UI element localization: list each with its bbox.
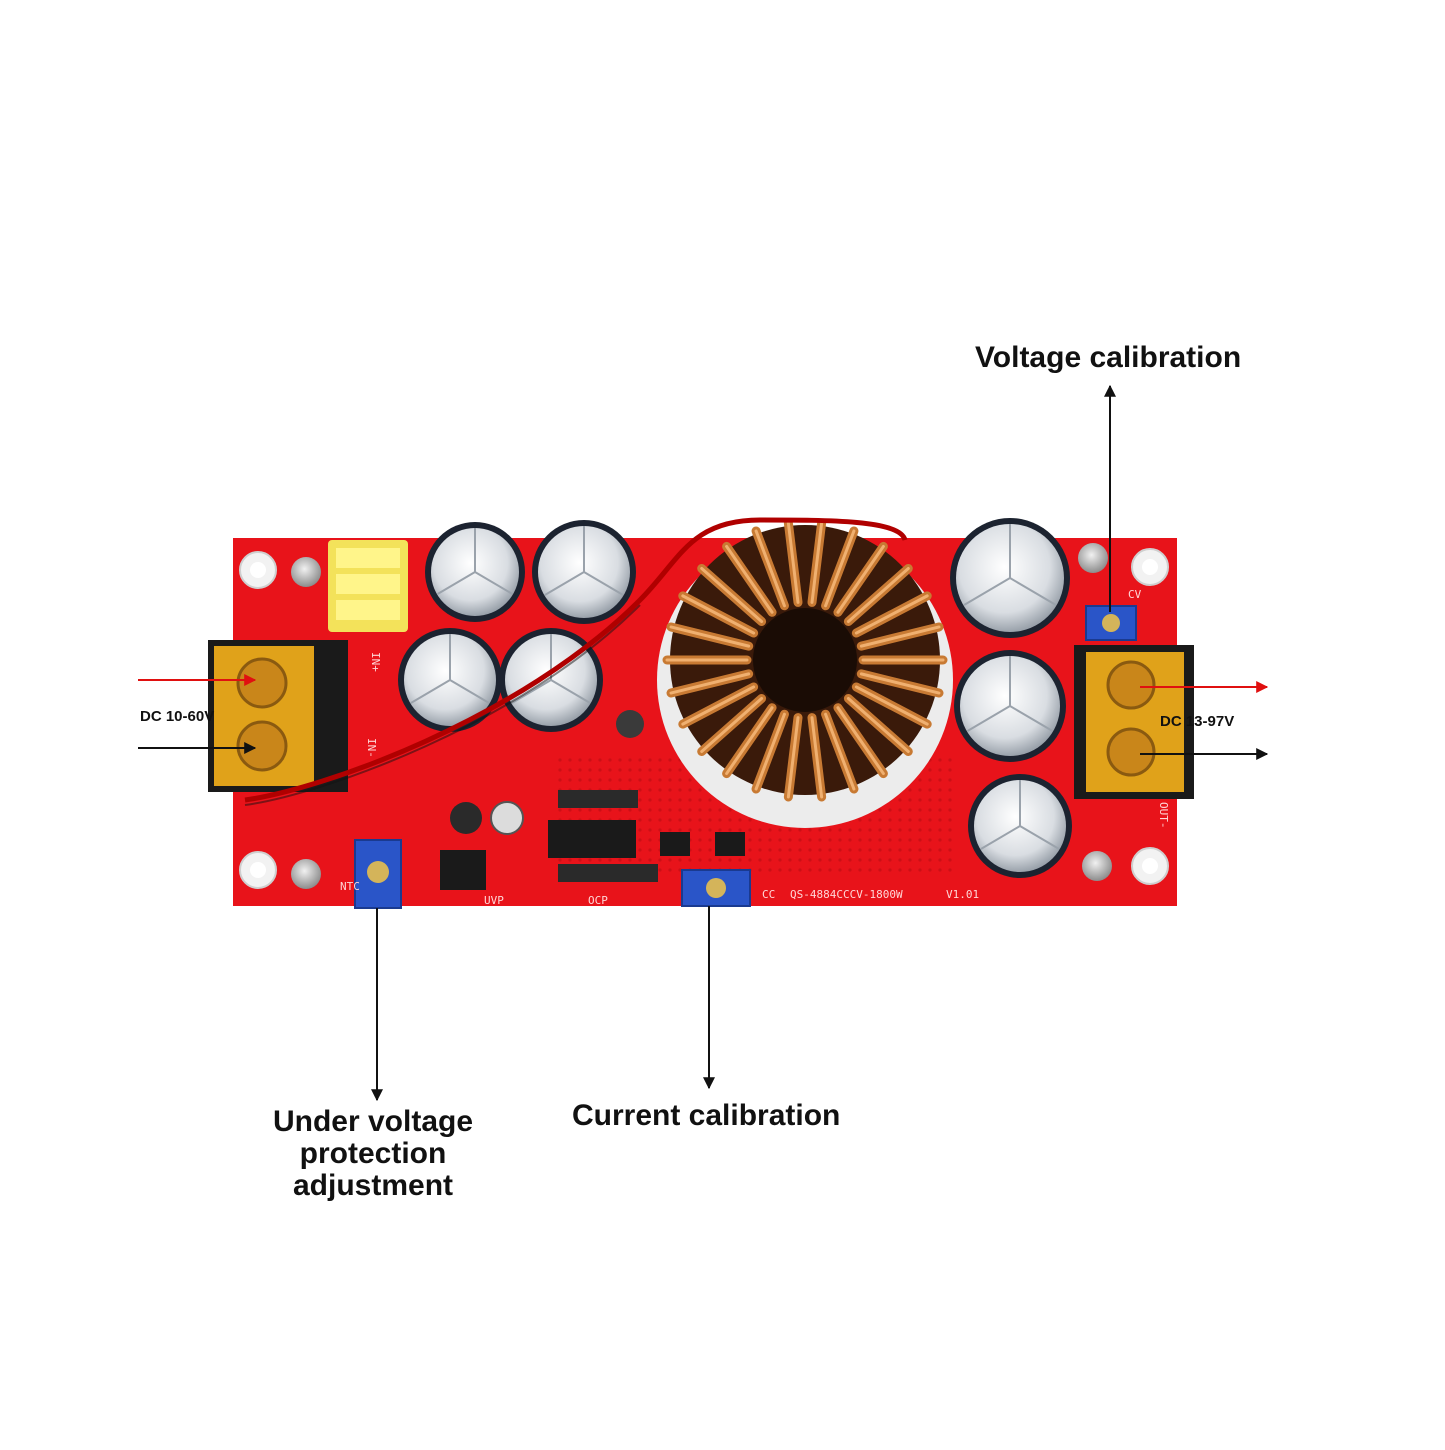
fuses (328, 540, 408, 632)
red-wire (244, 517, 908, 803)
toroid-inductor (657, 518, 953, 828)
voltage-calibration-label: Voltage calibration (975, 341, 1242, 374)
pcb-uvp-text: UVP (484, 894, 504, 907)
electrolytic-capacitor (950, 518, 1070, 638)
pcb-version-text: V1.01 (946, 888, 979, 901)
pcb-in-plus-text: IN+ (369, 652, 382, 672)
under-voltage-line-3: adjustment (292, 1169, 454, 1202)
board-screws (291, 543, 1112, 889)
pcb-in-minus-text: IN- (365, 738, 378, 758)
electrolytic-capacitor (954, 650, 1066, 762)
output-terminal-block (1074, 645, 1194, 799)
pcb-ocp-text: OCP (588, 894, 608, 907)
electrolytic-capacitor (968, 774, 1072, 878)
pcb-out-minus-text: OUT- (1157, 802, 1170, 829)
electrolytic-capacitor (425, 522, 525, 622)
under-voltage-label: Under voltage protection adjustment (270, 1106, 476, 1202)
pcb-ntc-text: NTC (340, 880, 360, 893)
input-terminal-block (208, 640, 348, 792)
under-voltage-line-2: protection (299, 1137, 447, 1170)
trimmer-potentiometers (354, 605, 1137, 909)
pcb-cv-text: CV (1128, 588, 1142, 601)
current-calibration-label: Current calibration (572, 1099, 841, 1132)
ic-chips (440, 710, 745, 890)
pcb-model-text: QS-4884CCCV-1800W (790, 888, 903, 901)
electrolytic-capacitor (532, 520, 636, 624)
output-voltage-label: DC 13-97V (1160, 713, 1235, 730)
input-voltage-label: DC 10-60V (140, 708, 215, 725)
electrolytic-capacitor (398, 628, 502, 732)
pcb-cc-text: CC (762, 888, 775, 901)
mounting-holes (239, 548, 1169, 889)
under-voltage-line-1: Under voltage (272, 1105, 474, 1138)
